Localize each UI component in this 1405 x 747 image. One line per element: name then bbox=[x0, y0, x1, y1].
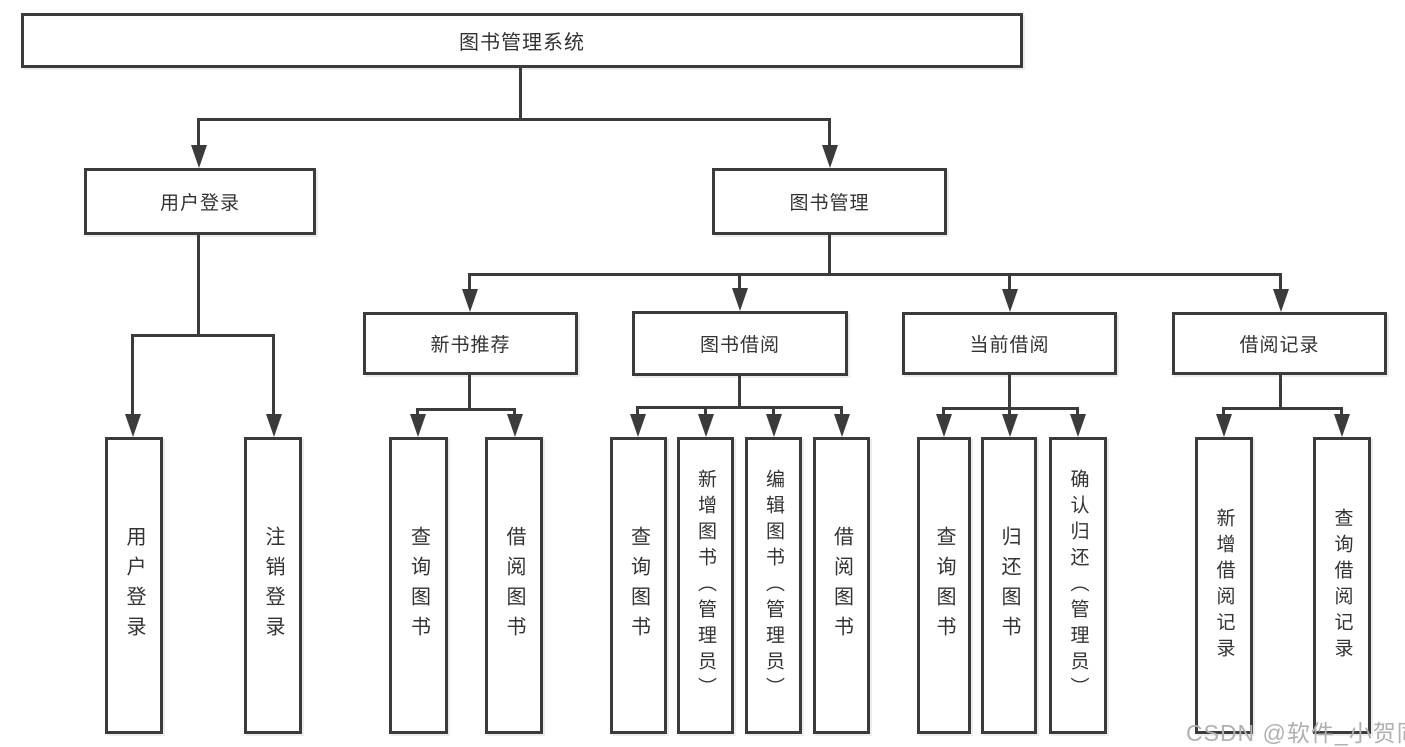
connector-line bbox=[272, 334, 275, 416]
leaf-label: 用户登录 bbox=[123, 525, 145, 646]
arrowhead-icon bbox=[462, 289, 478, 312]
connector-line bbox=[1340, 407, 1343, 417]
node-leaf-logout: 注销登录 bbox=[244, 437, 302, 734]
connector-line bbox=[131, 334, 134, 416]
leaf-label: 查询图书 bbox=[627, 525, 650, 646]
arrowhead-icon bbox=[507, 414, 523, 437]
node-leaf-add-borrow-record: 新增借阅记录 bbox=[1195, 437, 1253, 734]
leaf-label: 新增图书（管理员） bbox=[695, 468, 716, 703]
leaf-label: 编辑图书（管理员） bbox=[763, 468, 784, 703]
connector-line bbox=[1008, 407, 1011, 417]
node-book-borrow: 图书借阅 bbox=[632, 311, 848, 376]
node-leaf-query-book-1: 查询图书 bbox=[389, 437, 448, 734]
leaf-label: 注销登录 bbox=[262, 525, 284, 646]
node-current-borrow: 当前借阅 bbox=[902, 312, 1117, 375]
connector-line bbox=[197, 118, 200, 148]
node-root: 图书管理系统 bbox=[21, 13, 1023, 68]
leaf-label: 确认归还（管理员） bbox=[1067, 468, 1089, 703]
node-leaf-query-borrow-record: 查询借阅记录 bbox=[1313, 437, 1371, 734]
connector-line bbox=[772, 406, 775, 417]
node-leaf-query-book-3: 查询图书 bbox=[917, 437, 971, 734]
leaf-label: 归还图书 bbox=[998, 525, 1020, 646]
arrowhead-icon bbox=[698, 414, 714, 437]
leaf-label: 借阅图书 bbox=[503, 525, 525, 646]
connector-line bbox=[1222, 407, 1343, 410]
connector-line bbox=[942, 407, 945, 417]
arrowhead-icon bbox=[732, 288, 748, 311]
connector-line bbox=[131, 334, 275, 337]
connector-line bbox=[468, 375, 471, 409]
node-leaf-borrow-book-2: 借阅图书 bbox=[813, 437, 870, 734]
arrowhead-icon bbox=[834, 414, 850, 437]
connector-line bbox=[636, 406, 843, 409]
csdn-watermark: CSDN @软件_小贺同学 bbox=[1186, 720, 1405, 746]
connector-line bbox=[416, 408, 419, 418]
connector-line bbox=[519, 68, 522, 119]
node-leaf-query-book-2: 查询图书 bbox=[610, 437, 667, 734]
connector-line bbox=[1008, 375, 1011, 408]
node-leaf-add-book: 新增图书（管理员） bbox=[677, 437, 734, 734]
connector-line bbox=[704, 406, 707, 417]
arrowhead-icon bbox=[1070, 414, 1086, 437]
connector-line bbox=[840, 406, 843, 417]
connector-line bbox=[468, 273, 471, 291]
connector-line bbox=[738, 273, 741, 291]
connector-line bbox=[1008, 273, 1011, 291]
node-book-management: 图书管理 bbox=[712, 168, 947, 235]
arrowhead-icon bbox=[1334, 414, 1350, 437]
connector-line bbox=[197, 118, 831, 121]
node-new-book-recommend: 新书推荐 bbox=[363, 312, 578, 375]
connector-line bbox=[828, 118, 831, 148]
node-leaf-edit-book: 编辑图书（管理员） bbox=[745, 437, 802, 734]
arrowhead-icon bbox=[766, 414, 782, 437]
leaf-label: 查询借阅记录 bbox=[1331, 507, 1353, 664]
node-leaf-user-login: 用户登录 bbox=[105, 437, 163, 734]
leaf-label: 借阅图书 bbox=[830, 525, 853, 646]
arrowhead-icon bbox=[266, 414, 282, 437]
arrowhead-icon bbox=[191, 145, 207, 168]
connector-line bbox=[828, 235, 831, 276]
connector-line bbox=[513, 408, 516, 418]
leaf-label: 查询图书 bbox=[933, 525, 955, 646]
node-leaf-confirm-return: 确认归还（管理员） bbox=[1049, 437, 1107, 734]
node-leaf-borrow-book-1: 借阅图书 bbox=[485, 437, 543, 734]
arrowhead-icon bbox=[822, 145, 838, 168]
connector-line bbox=[1279, 273, 1282, 291]
connector-line bbox=[416, 408, 516, 411]
node-leaf-return-book: 归还图书 bbox=[981, 437, 1037, 734]
connector-line bbox=[1279, 375, 1282, 408]
connector-line bbox=[1076, 407, 1079, 417]
arrowhead-icon bbox=[630, 414, 646, 437]
leaf-label: 查询图书 bbox=[407, 525, 430, 646]
arrowhead-icon bbox=[410, 414, 426, 437]
arrowhead-icon bbox=[1273, 289, 1289, 312]
connector-line bbox=[636, 406, 639, 417]
connector-line bbox=[738, 376, 741, 407]
arrowhead-icon bbox=[1216, 414, 1232, 437]
connector-line bbox=[468, 273, 1282, 276]
connector-line bbox=[1222, 407, 1225, 417]
node-borrow-records: 借阅记录 bbox=[1172, 312, 1387, 375]
node-user-login: 用户登录 bbox=[84, 168, 316, 235]
arrowhead-icon bbox=[1002, 414, 1018, 437]
arrowhead-icon bbox=[125, 414, 141, 437]
arrowhead-icon bbox=[936, 414, 952, 437]
arrowhead-icon bbox=[1002, 289, 1018, 312]
connector-line bbox=[197, 235, 200, 335]
leaf-label: 新增借阅记录 bbox=[1213, 507, 1235, 664]
